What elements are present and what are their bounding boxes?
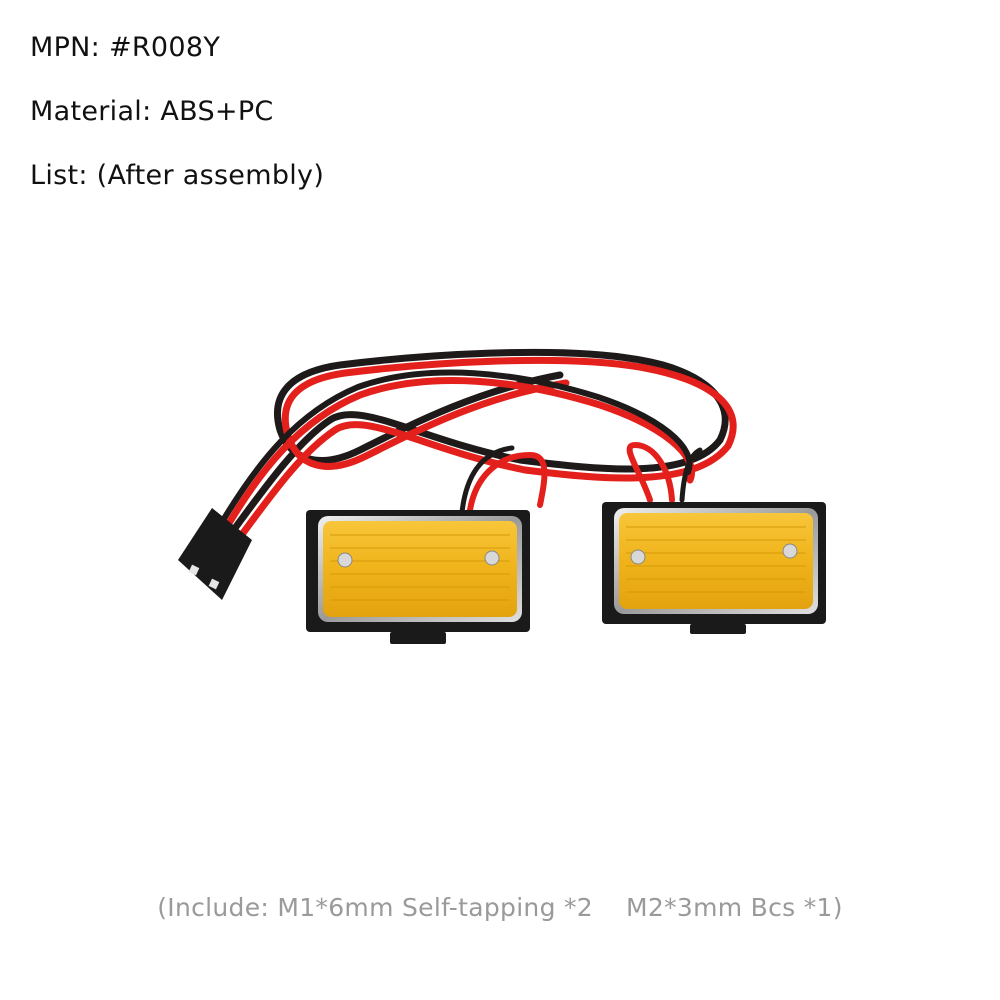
mpn-label: MPN: #R008Y <box>30 32 221 63</box>
wire-harness <box>219 348 737 544</box>
material-label: Material: ABS+PC <box>30 96 274 127</box>
include-note: (Include: M1*6mm Self-tapping *2 M2*3mm … <box>157 893 843 922</box>
connector-plug <box>178 508 252 600</box>
right-marker-light <box>602 502 826 634</box>
left-marker-light <box>306 510 530 644</box>
list-label: List: (After assembly) <box>30 160 325 191</box>
